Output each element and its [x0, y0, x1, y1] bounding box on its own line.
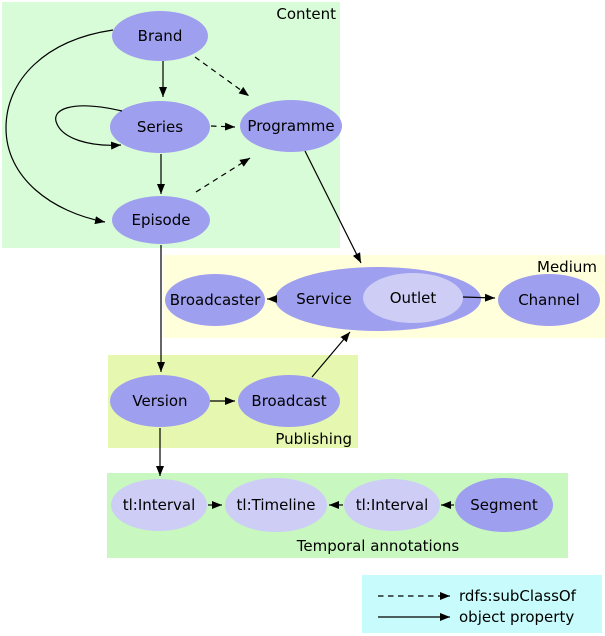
node-service-label: Service	[296, 290, 351, 308]
node-broadcast-label: Broadcast	[251, 392, 326, 410]
content-region-label: Content	[276, 5, 336, 23]
edge-outlet-channel	[462, 293, 496, 302]
node-brand-label: Brand	[138, 27, 183, 45]
node-episode-label: Episode	[132, 211, 191, 229]
node-tl-interval-2	[344, 479, 440, 531]
node-episode	[112, 196, 210, 244]
node-outlet-label: Outlet	[390, 289, 437, 307]
legend-subclassof-label: rdfs:subClassOf	[459, 587, 577, 605]
node-segment	[455, 478, 553, 532]
node-version-label: Version	[132, 392, 187, 410]
node-version	[110, 375, 210, 427]
node-channel	[498, 274, 600, 326]
legend-objectproperty-label: object property	[459, 608, 574, 626]
node-broadcaster-label: Broadcaster	[170, 291, 261, 309]
edge-series-programme	[210, 122, 236, 131]
node-tl-interval-1-label: tl:Interval	[123, 496, 196, 514]
edge-series-selfloop	[55, 105, 123, 150]
edge-broadcast-service	[311, 331, 351, 378]
node-outlet	[363, 273, 463, 323]
node-tl-timeline-label: tl:Timeline	[237, 496, 316, 514]
node-tl-timeline	[225, 478, 327, 532]
edge-brand-programme	[194, 56, 250, 97]
node-tl-interval-2-label: tl:Interval	[356, 496, 429, 514]
medium-region-label: Medium	[537, 258, 597, 276]
legend-box	[362, 575, 602, 633]
node-programme	[240, 100, 342, 152]
node-tl-interval-1	[111, 479, 207, 531]
node-broadcast	[238, 375, 340, 427]
temporal-region-label: Temporal annotations	[296, 537, 460, 555]
node-broadcaster	[165, 274, 265, 326]
node-brand	[112, 11, 208, 61]
node-series	[110, 101, 210, 153]
node-segment-label: Segment	[470, 496, 538, 514]
edge-brand-episode	[5, 29, 114, 225]
edge-programme-service	[304, 150, 362, 264]
node-programme-label: Programme	[247, 117, 334, 135]
edge-episode-programme	[195, 157, 251, 193]
node-channel-label: Channel	[518, 291, 580, 309]
node-series-label: Series	[137, 118, 183, 136]
publishing-region-label: Publishing	[275, 430, 352, 448]
